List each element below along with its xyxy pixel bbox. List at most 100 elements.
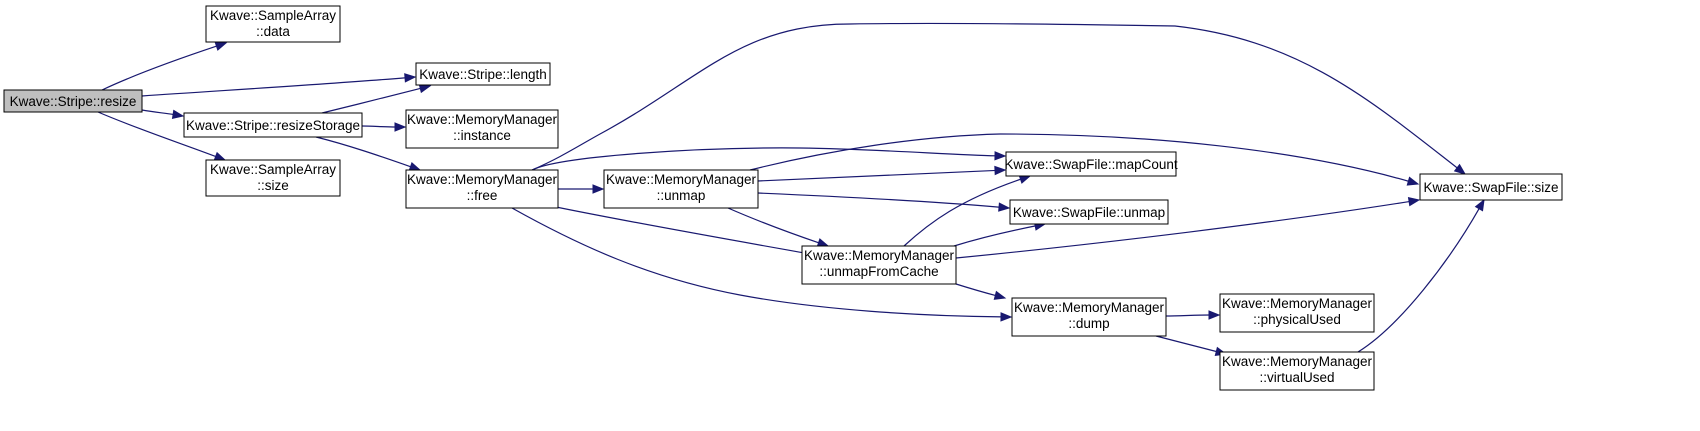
- edge-arrowhead: [1474, 198, 1485, 212]
- node-label: Kwave::SwapFile::mapCount: [1004, 157, 1178, 172]
- node-resize[interactable]: Kwave::Stripe::resize: [3, 89, 143, 113]
- edge-line: [757, 192, 1001, 208]
- node-label: ::size: [257, 178, 289, 193]
- edge-line: [555, 206, 808, 255]
- node-label: Kwave::SampleArray: [210, 162, 336, 177]
- edge-resize-to-sa_size: [97, 111, 227, 161]
- node-resizeStorage[interactable]: Kwave::Stripe::resizeStorage: [183, 112, 363, 138]
- edge-arrowhead: [993, 290, 1007, 300]
- edge-arrowhead: [816, 238, 830, 248]
- node-sa_data[interactable]: Kwave::SampleArray::data: [205, 5, 341, 43]
- edge-line: [1165, 314, 1211, 317]
- edge-line: [903, 178, 1022, 247]
- edge-arrowhead: [214, 41, 228, 51]
- node-box: [1005, 151, 1177, 177]
- node-label: ::physicalUsed: [1253, 312, 1341, 327]
- node-box: [205, 5, 341, 43]
- edge-mm_unmap-to-sf_unmap: [757, 192, 1011, 212]
- edge-unmapFromCache-to-sf_unmap: [953, 221, 1047, 247]
- edge-free-to-mapCount: [531, 147, 1007, 171]
- node-label: Kwave::Stripe::length: [419, 67, 547, 82]
- node-unmapFromCache[interactable]: Kwave::MemoryManager::unmapFromCache: [801, 245, 957, 285]
- edge-arrowhead: [404, 73, 417, 83]
- node-label: Kwave::MemoryManager: [1222, 296, 1373, 311]
- node-label: Kwave::MemoryManager: [606, 172, 757, 187]
- node-label: Kwave::MemoryManager: [407, 112, 558, 127]
- node-virtualUsed[interactable]: Kwave::MemoryManager::virtualUsed: [1219, 351, 1375, 391]
- edge-virtualUsed-to-sf_size: [1357, 198, 1485, 353]
- edge-line: [955, 200, 1411, 259]
- node-box: [415, 62, 551, 86]
- node-sf_size[interactable]: Kwave::SwapFile::size: [1419, 173, 1563, 201]
- edge-line: [953, 225, 1037, 247]
- edge-line: [749, 133, 1410, 183]
- node-label: ::unmap: [657, 188, 706, 203]
- node-box: [183, 112, 363, 138]
- node-label: Kwave::MemoryManager: [804, 248, 955, 263]
- node-dump[interactable]: Kwave::MemoryManager::dump: [1011, 297, 1167, 337]
- node-box: [3, 89, 143, 113]
- edge-free-to-sf_size: [531, 22, 1467, 175]
- node-instance[interactable]: Kwave::MemoryManager::instance: [405, 109, 559, 149]
- edge-arrowhead: [418, 83, 432, 94]
- edge-arrowhead: [1406, 176, 1420, 186]
- edge-line: [97, 111, 217, 158]
- node-label: Kwave::Stripe::resizeStorage: [186, 118, 360, 133]
- node-label: Kwave::MemoryManager: [407, 172, 558, 187]
- edge-arrowhead: [171, 109, 185, 120]
- edge-unmapFromCache-to-sf_size: [955, 196, 1421, 259]
- edge-arrowhead: [408, 162, 422, 172]
- node-label: ::virtualUsed: [1259, 370, 1334, 385]
- node-box: [1219, 351, 1375, 391]
- edge-line: [315, 136, 412, 168]
- node-box: [603, 169, 759, 209]
- edge-arrowhead: [394, 122, 407, 132]
- edge-line: [361, 125, 397, 128]
- edge-resize-to-resizeStorage: [141, 109, 185, 120]
- edge-line: [955, 283, 997, 297]
- edge-arrowhead: [1407, 196, 1421, 207]
- node-box: [205, 159, 341, 197]
- edge-resize-to-length: [141, 73, 417, 97]
- node-length[interactable]: Kwave::Stripe::length: [415, 62, 551, 86]
- node-label: Kwave::MemoryManager: [1222, 354, 1373, 369]
- edge-line: [1155, 335, 1218, 353]
- node-box: [405, 169, 559, 209]
- node-box: [801, 245, 957, 285]
- node-mapCount[interactable]: Kwave::SwapFile::mapCount: [1004, 151, 1178, 177]
- edge-arrowhead: [1000, 312, 1013, 322]
- edge-arrowhead: [592, 184, 605, 194]
- edge-mm_unmap-to-unmapFromCache: [727, 207, 830, 248]
- node-label: ::unmapFromCache: [819, 264, 938, 279]
- nodes-layer: Kwave::Stripe::resizeKwave::SampleArray:…: [3, 5, 1563, 391]
- node-label: ::free: [467, 188, 498, 203]
- node-sa_size[interactable]: Kwave::SampleArray::size: [205, 159, 341, 197]
- node-mm_unmap[interactable]: Kwave::MemoryManager::unmap: [603, 169, 759, 209]
- edge-resize-to-sa_data: [101, 41, 228, 91]
- edge-line: [531, 147, 997, 171]
- edge-mm_unmap-to-sf_size: [749, 133, 1420, 186]
- node-label: ::data: [256, 24, 290, 39]
- node-box: [405, 109, 559, 149]
- edge-arrowhead: [1208, 310, 1221, 320]
- edge-dump-to-physicalUsed: [1165, 310, 1221, 320]
- node-free[interactable]: Kwave::MemoryManager::free: [405, 169, 559, 209]
- edge-arrowhead: [1018, 174, 1032, 184]
- edge-unmapFromCache-to-dump: [955, 283, 1007, 300]
- node-label: ::instance: [453, 128, 511, 143]
- edge-mm_unmap-to-mapCount: [757, 165, 1007, 182]
- node-physicalUsed[interactable]: Kwave::MemoryManager::physicalUsed: [1219, 293, 1375, 333]
- node-sf_unmap[interactable]: Kwave::SwapFile::unmap: [1009, 199, 1169, 225]
- node-box: [1419, 173, 1563, 201]
- node-label: Kwave::Stripe::resize: [10, 94, 137, 109]
- edge-resizeStorage-to-instance: [361, 122, 407, 132]
- edge-line: [321, 87, 422, 114]
- node-box: [1009, 199, 1169, 225]
- edge-line: [531, 22, 1459, 171]
- node-label: Kwave::SwapFile::unmap: [1013, 205, 1165, 220]
- edges-layer: [97, 22, 1485, 356]
- edge-line: [141, 77, 407, 97]
- edge-line: [757, 169, 997, 182]
- edge-line: [141, 109, 175, 116]
